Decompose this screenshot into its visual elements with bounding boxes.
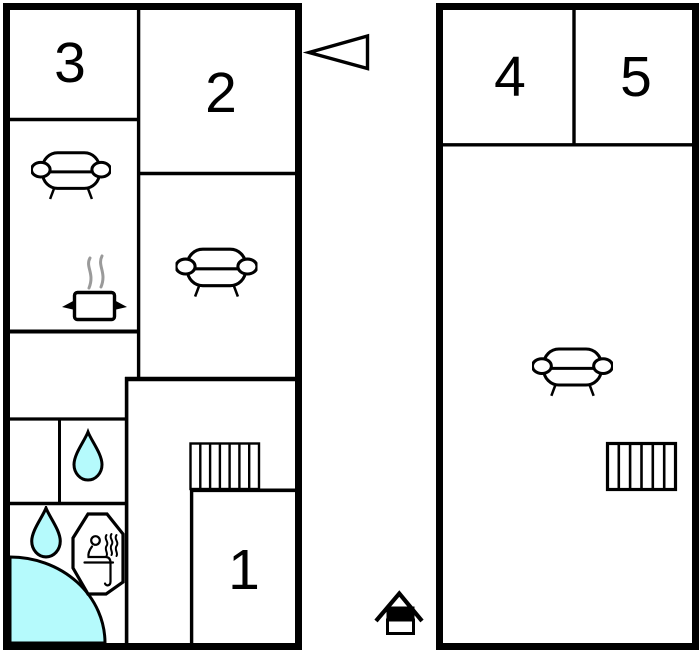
right-floor-outer-wall: [436, 3, 699, 650]
room-4-label: 4: [494, 45, 526, 109]
sauna-person: [83, 535, 115, 587]
cooking-pot-icon: [62, 254, 127, 322]
left-floor-interior-walls: [6, 6, 298, 646]
right-floor-plan: 4 5: [436, 3, 699, 650]
room-3-label: 3: [54, 31, 86, 95]
steam-lines: [87, 254, 105, 290]
sauna-icon: [71, 512, 125, 596]
direction-arrow-icon: [302, 33, 370, 71]
sauna-steam-lines: [104, 533, 119, 557]
room-2-label: 2: [205, 61, 237, 125]
stairs-icon: [605, 441, 678, 492]
right-floor-interior-walls: [438, 6, 696, 147]
room-1-label: 1: [228, 538, 260, 602]
house-entrance-icon: [374, 590, 424, 635]
left-floor-plan: 3 2 1: [3, 3, 302, 650]
room-5-label: 5: [620, 45, 652, 109]
stairs-icon: [189, 442, 261, 491]
